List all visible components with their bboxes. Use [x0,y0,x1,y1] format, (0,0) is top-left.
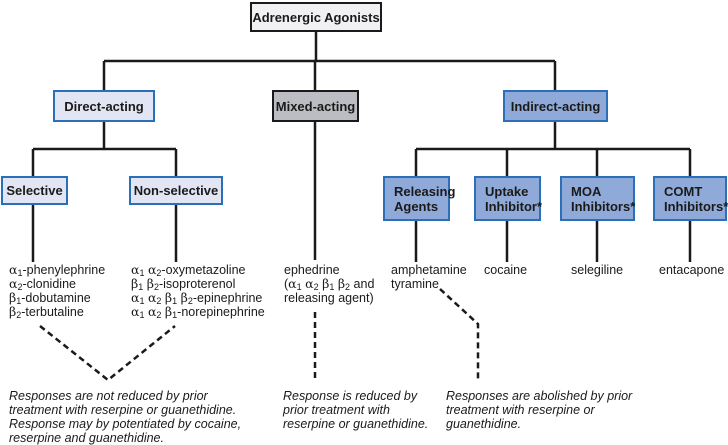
drug-item: (α1 α2 β1 β2 and [284,276,375,292]
indirect-acting-label: Indirect-acting [510,98,601,114]
comt-label-line2: Inhibitors* [664,198,728,214]
note-line: prior treatment with [283,403,390,417]
drug-item: α1-phenylephrine [9,262,106,278]
drug-item: amphetamine [391,263,467,277]
direct-dashed-connector [39,325,176,382]
moa-label-line1: MOA [571,183,602,199]
releasing-label-line1: Releasing [394,183,456,199]
nonselective-label: Non-selective [133,183,219,198]
drug-item: entacapone [659,263,725,277]
note-line: Response is reduced by [283,389,418,403]
note-line: reserpine or guanethidine. [283,417,429,431]
note-line: reserpine and guanethidine. [9,431,164,445]
drug-item: selegiline [571,263,624,277]
drug-item: α1 α2 β1 β2-epinephrine [131,290,263,306]
mixed-acting-label: Mixed-acting [275,98,356,114]
drug-item: tyramine [391,277,439,291]
uptake-drug-list: cocaine [484,263,527,277]
root-label: Adrenergic Agonists [252,9,380,25]
uptake-label-line2: Inhibitor* [485,198,543,214]
nonselective-box: Non-selective [129,176,223,205]
moa-label-line2: Inhibitors* [571,198,636,214]
drug-item: cocaine [484,263,528,277]
root-box-adrenergic-agonists: Adrenergic Agonists [250,2,382,32]
drug-item: α1 α2 β1-norepinephrine [131,304,265,320]
drug-item: releasing agent) [284,291,374,305]
drug-item: ephedrine [284,263,340,277]
indirect-acting-box: Indirect-acting [503,90,608,122]
drug-item: β1 β2-isoproterenol [131,276,236,292]
note-line: treatment with reserpine or guanethidine… [9,403,237,417]
drug-item: β2-terbutaline [9,304,84,320]
note-line: treatment with reserpine or [446,403,595,417]
uptake-label-line1: Uptake [485,183,529,199]
direct-acting-label: Direct-acting [64,98,144,114]
releasing-label-line2: Agents [394,198,439,214]
selective-label: Selective [6,183,63,198]
drug-item: α2-clonidine [9,276,76,292]
comt-label-line1: COMT [664,183,703,199]
direct-acting-box: Direct-acting [53,90,155,122]
note-line: Responses are abolished by prior [446,389,633,403]
drug-item: α1 α2-oxymetazoline [131,262,246,278]
comt-drug-list: entacapone [659,263,724,277]
note-line: Response may by potentiated by cocaine, [9,417,242,431]
moa-drug-list: selegiline [571,263,623,277]
note-line: guanethidine. [446,417,522,431]
note-line: Responses are not reduced by prior [9,389,208,403]
selective-box: Selective [1,176,68,205]
indirect-dashed-connector [439,288,480,380]
drug-item: β1-dobutamine [9,290,91,306]
mixed-acting-box: Mixed-acting [272,90,359,122]
